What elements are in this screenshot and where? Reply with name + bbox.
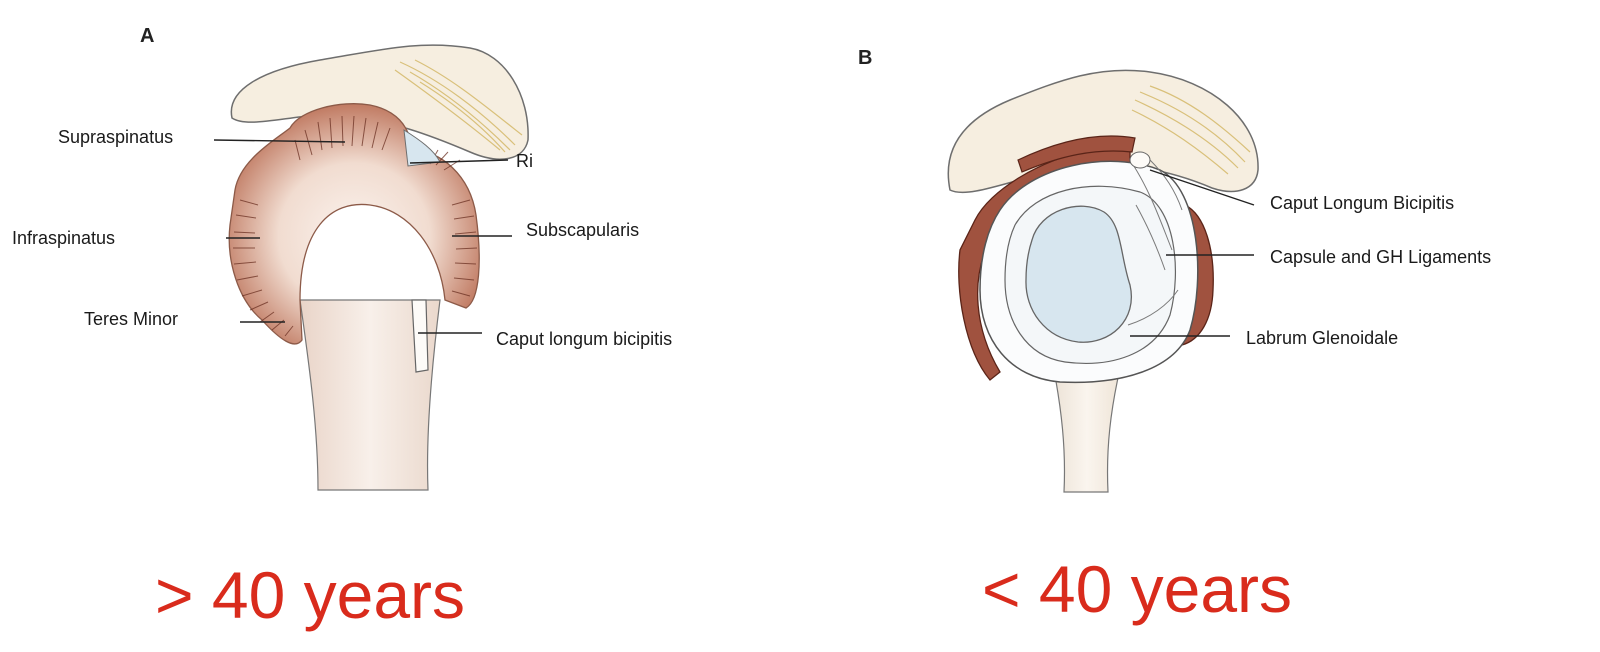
- label-infraspinatus: Infraspinatus: [12, 228, 115, 248]
- gh-ligaments-b: [1127, 159, 1183, 326]
- label-supraspinatus: Supraspinatus: [58, 127, 173, 147]
- label-caput-longum-b: Caput Longum Bicipitis: [1270, 193, 1454, 213]
- leader-caput-longum-b: [1149, 169, 1255, 206]
- age-label-a: > 40 years: [155, 558, 465, 632]
- biceps-anchor-b: [1129, 151, 1151, 169]
- label-labrum: Labrum Glenoidale: [1246, 328, 1398, 348]
- label-ri: Ri: [516, 151, 533, 171]
- label-capsule: Capsule and GH Ligaments: [1270, 247, 1491, 267]
- humerus-shaft-a: [299, 299, 441, 491]
- humerus-shaft-b: [1051, 359, 1123, 493]
- biceps-tendon-a: [411, 299, 429, 373]
- glenoid-cartilage-b: [1025, 205, 1132, 343]
- age-label-b: < 40 years: [982, 552, 1292, 626]
- panel-a-letter: A: [140, 25, 154, 47]
- supraspinatus-b: [1017, 135, 1136, 173]
- panel-b-letter: B: [858, 47, 872, 69]
- label-caput-longum-a: Caput longum bicipitis: [496, 329, 672, 349]
- label-teres-minor: Teres Minor: [84, 309, 178, 329]
- panel-b: B Caput Longum Bicipitis Capsule and GH …: [858, 47, 1491, 626]
- leader-ri: [409, 159, 509, 164]
- panel-a: A Supraspinatus: [12, 25, 672, 632]
- label-subscapularis: Subscapularis: [526, 220, 639, 240]
- leader-supraspinatus: [213, 139, 346, 143]
